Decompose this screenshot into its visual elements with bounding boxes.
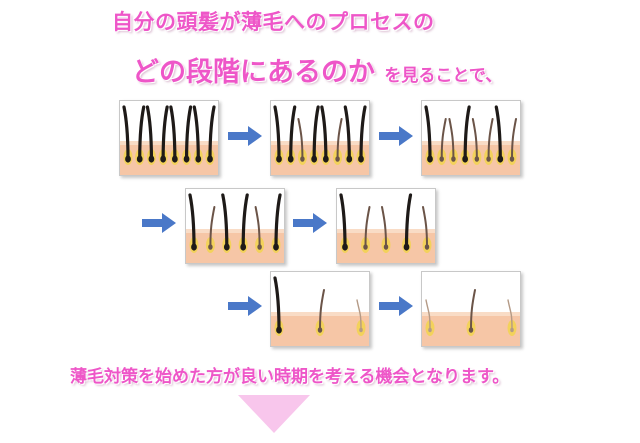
hair-stage-6-panel [270,271,370,347]
hair-strand [320,105,331,165]
hair-strand [205,206,216,253]
hair-strand [169,105,180,165]
hair-strand [221,193,232,253]
hair-stage-4-panel [185,188,285,264]
hair-strand [460,105,471,165]
hair-strand [271,193,282,253]
headline-line1: 自分の頭髪が薄毛へのプロセスの [112,9,435,34]
hair-strand [402,193,413,253]
hair-strand [494,105,505,165]
down-triangle-icon [238,395,310,433]
hair-stage-5-panel [336,188,436,264]
hair-strand [182,105,193,165]
hair-stage-3-panel [421,100,521,176]
hair-strand [356,105,367,165]
hair-strand [238,193,249,253]
hair-strand [192,105,203,165]
hair-strand [448,118,458,165]
hair-strand [343,105,354,165]
hair-stage-1-panel [119,100,219,176]
hair-strand [309,105,320,165]
right-arrow-icon [379,126,413,146]
hair-strand [333,118,343,165]
headline-emphasis: どの段階にあるのか [132,57,375,88]
hair-strand [422,206,432,253]
hair-strand [425,299,435,336]
right-arrow-icon [228,296,262,316]
hair-strand [315,289,325,336]
hair-strand [466,289,476,336]
footer-text: 薄毛対策を始めた方が良い時期を考える機会となります。 [70,367,510,387]
hair-strand [507,118,517,165]
hair-strand [437,118,447,165]
hair-strand [122,105,133,165]
hair-stage-7-panel [421,271,521,347]
hair-strand [135,105,146,165]
hair-stage-2-panel [270,100,370,176]
hair-strand [424,105,435,165]
hair-strand [158,105,169,165]
hair-strand [484,118,494,165]
hair-strand [361,206,371,253]
hair-strand [145,105,156,165]
hair-strand [471,118,482,165]
headline-line2: どの段階にあるのか を見ることで、 [132,50,502,89]
hair-strand [286,105,297,165]
hair-strand [188,193,199,253]
hair-strand [507,299,517,336]
hair-strand [297,118,307,165]
right-arrow-icon [293,213,327,233]
right-arrow-icon [379,296,413,316]
hair-strand [205,105,216,165]
hair-strand [254,206,265,253]
headline-tail: を見ることで、 [384,66,503,86]
hair-strand [339,193,350,253]
hair-strand [273,276,284,336]
hair-strand [381,206,391,253]
hair-strand [356,299,366,336]
hair-strand [273,105,284,165]
right-arrow-icon [228,126,262,146]
right-arrow-icon [142,213,176,233]
